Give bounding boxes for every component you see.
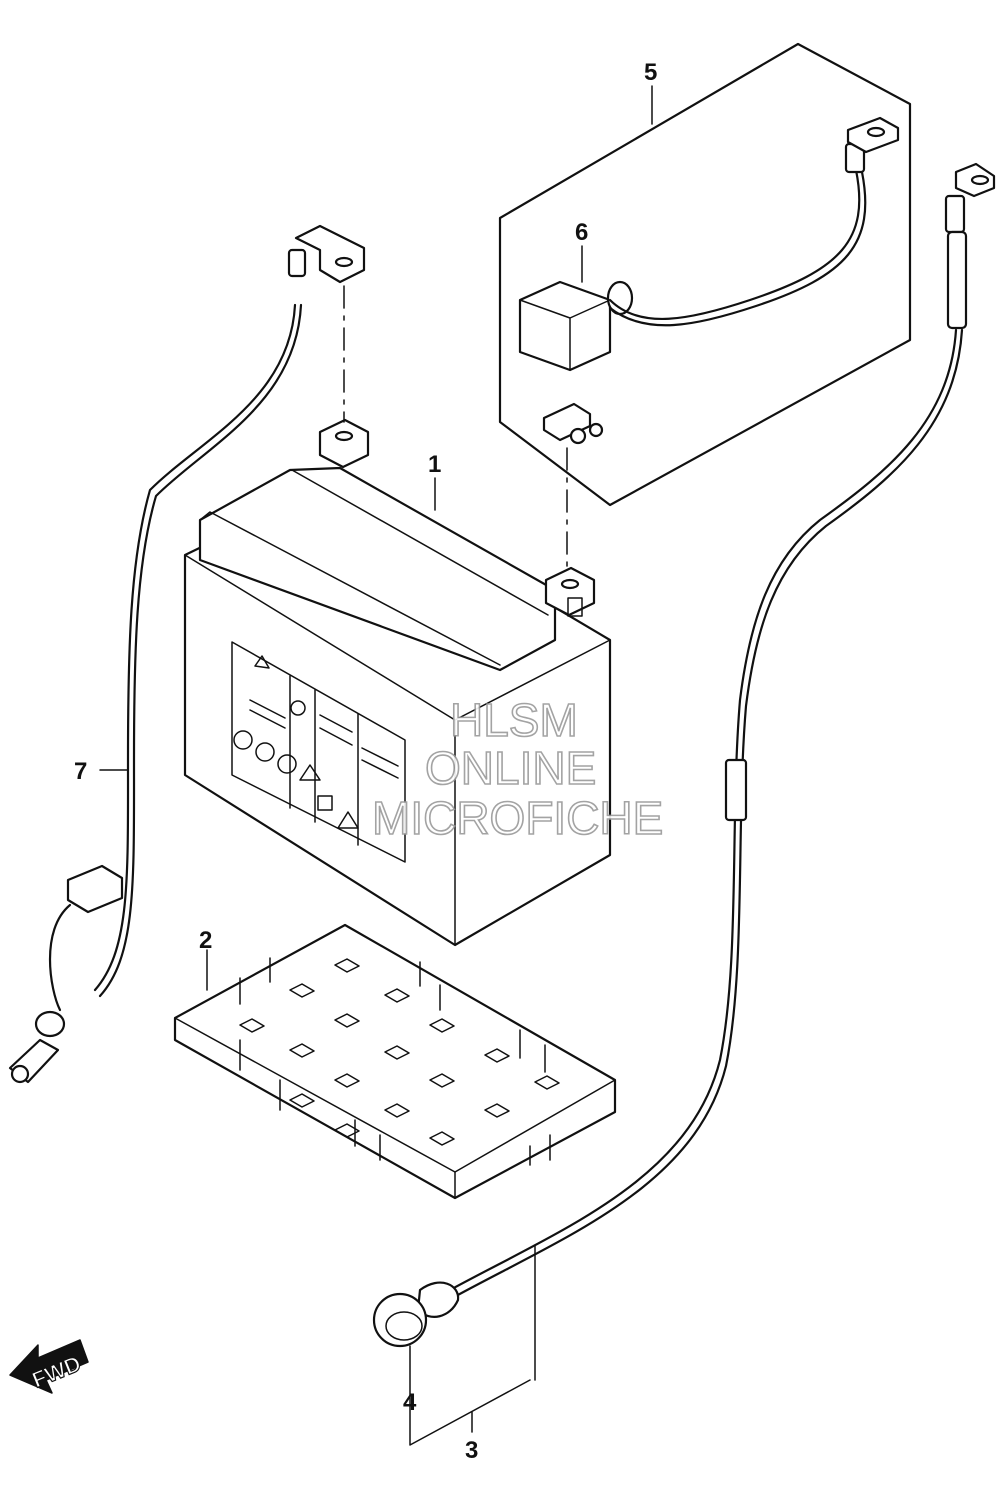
positive-cable[interactable]	[542, 116, 900, 571]
watermark-line2: ONLINE	[425, 742, 596, 794]
watermark-line3: MICROFICHE	[372, 792, 663, 844]
ground-wire[interactable]	[8, 224, 366, 1084]
callout-6: 6	[575, 219, 588, 246]
battery[interactable]	[183, 418, 612, 947]
watermark: HLSM ONLINE MICROFICHE	[371, 693, 664, 845]
callout-5: 5	[644, 59, 657, 86]
callout-1: 1	[428, 451, 441, 478]
callout-3: 3	[465, 1437, 478, 1464]
battery-tray[interactable]	[173, 923, 617, 1200]
callout-7: 7	[74, 758, 87, 785]
cable-set-box	[498, 42, 912, 507]
callout-4: 4	[403, 1389, 417, 1416]
watermark-line1: HLSM	[450, 694, 578, 746]
negative-cable[interactable]	[372, 162, 996, 1446]
fwd-arrow-icon: FWD	[9, 1339, 89, 1394]
terminal-cover[interactable]	[518, 245, 634, 372]
tray-slots	[239, 958, 560, 1146]
callout-2: 2	[199, 927, 212, 954]
